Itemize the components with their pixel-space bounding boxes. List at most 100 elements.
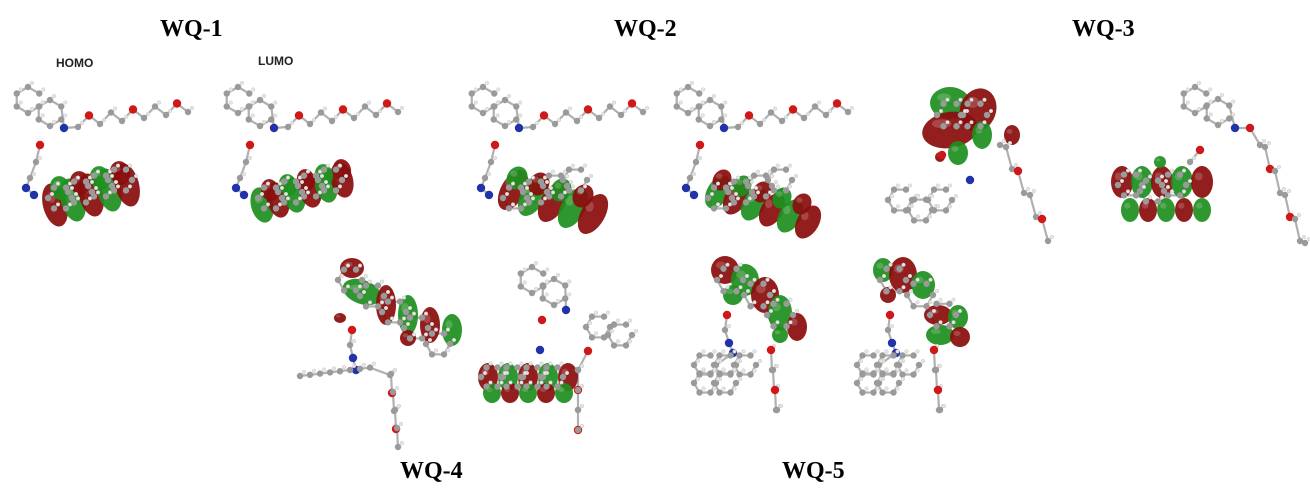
wq3-lumo-structure-orbital-lobe: [1154, 156, 1166, 168]
wq4-lumo-structure-atom: [562, 295, 569, 302]
wq4-homo-structure-atom: [374, 282, 382, 289]
wq3-homo-structure-hydrogen-atom: [1001, 138, 1007, 144]
wq5-homo-structure-hydrogen-atom: [741, 349, 746, 354]
wq3-homo-structure-atom: [910, 196, 918, 203]
wq4-homo-svg: [296, 258, 462, 451]
wq3-lumo-structure-atom: [1114, 181, 1122, 189]
wq4-lumo-structure-hydrogen-atom: [567, 292, 572, 297]
wq3-homo-structure: [870, 85, 1080, 245]
wq1-lumo-structure-hydrogen-atom: [250, 100, 255, 105]
wq2-lumo-structure-atom: [782, 187, 790, 194]
wq2-lumo-structure-atom: [724, 188, 732, 196]
wq1-homo-structure-hydrogen-atom: [95, 169, 101, 174]
wq4-lumo-structure-atom: [574, 366, 582, 374]
wq3-lumo-structure-atom: [1176, 171, 1184, 178]
wq1-lumo-structure-atom: [268, 116, 275, 123]
wq5-lumo-structure-hydrogen-atom: [951, 297, 956, 302]
wq2-lumo-structure-atom: [706, 96, 714, 104]
wq1-lumo-structure-hydrogen-atom: [228, 100, 233, 105]
wq3-lumo-structure-hydrogen-atom: [1147, 174, 1153, 179]
wq5-homo-structure-atom: [707, 370, 714, 377]
wq2-homo-structure-atom: [513, 116, 520, 123]
wq2-lumo-structure-hydrogen-atom: [772, 106, 778, 111]
wq5-homo-structure-atom: [696, 352, 703, 359]
wq2-lumo-structure-atom: [706, 122, 714, 130]
wq3-lumo-structure-hydrogen-atom: [1119, 178, 1125, 184]
wq1-lumo-structure-atom: [292, 199, 300, 206]
wq5-lumo-structure-atom: [910, 352, 917, 359]
wq4-homo-structure-hydrogen-atom: [394, 385, 400, 391]
wq1-lumo-structure-hydrogen-atom: [250, 113, 255, 118]
wq3-homo-structure-hydrogen-atom: [982, 97, 987, 102]
wq5-lumo-structure-atom: [884, 326, 892, 334]
wq3-homo-structure-hydrogen-atom: [915, 214, 921, 219]
wq5-lumo-structure-hydrogen-atom: [888, 262, 893, 267]
wq5-lumo-structure-orbital-lobe: [889, 257, 917, 293]
wq3-homo-structure-orbital-lobe: [972, 121, 992, 149]
wq2-lumo-structure-atom: [800, 114, 808, 122]
wq3-homo-structure-atom: [884, 196, 892, 204]
wq1-homo-structure-atom: [84, 182, 92, 190]
wq5-lumo-structure-hydrogen-atom: [864, 367, 869, 372]
wq1-homo-structure-atom: [35, 103, 42, 110]
wq5-homo-structure-hydrogen-atom: [732, 386, 737, 391]
wq3-lumo-structure-hydrogen-atom: [1296, 212, 1302, 218]
wq4-lumo-structure-hydrogen-atom: [555, 272, 561, 278]
wq1-lumo-structure-hydrogen-atom: [261, 119, 267, 125]
wq4-homo-structure-hydrogen-atom: [357, 263, 363, 268]
wq5-homo-structure-atom: [710, 361, 718, 369]
wq5-homo-structure-hydrogen-atom: [712, 367, 717, 372]
wq3-lumo-structure-lobe-highlight: [1194, 172, 1203, 181]
wq1-homo-structure-hydrogen-atom: [167, 108, 173, 114]
wq1-homo-structure-hydrogen-atom: [69, 185, 75, 191]
wq5-lumo-structure-hydrogen-atom: [900, 376, 906, 382]
wq2-lumo-structure-hydrogen-atom: [735, 175, 741, 180]
wq5-lumo-structure-atom: [910, 303, 917, 310]
wq3-homo-structure-atom: [890, 186, 898, 193]
wq3-lumo-structure-atom: [1191, 109, 1199, 117]
wq3-homo-structure-atom: [937, 150, 947, 160]
wq5-lumo-structure-hydrogen-atom: [889, 323, 895, 329]
wq4-homo-structure-hydrogen-atom: [423, 311, 429, 316]
wq3-homo-structure-hydrogen-atom: [935, 204, 941, 209]
wq2-lumo-structure-atom: [686, 174, 694, 182]
wq3-lumo-structure-atom: [1203, 90, 1210, 97]
wq5-homo-structure-hydrogen-atom: [712, 386, 717, 391]
wq3-lumo-structure-lobe-highlight: [1114, 172, 1123, 181]
wq1-lumo-svg: [223, 80, 405, 223]
wq5-lumo-structure-atom: [933, 323, 940, 330]
wq4-homo-structure-atom: [362, 282, 370, 289]
wq3-homo-structure-hydrogen-atom: [907, 183, 913, 188]
wq1-lumo-structure-hydrogen-atom: [303, 185, 309, 191]
wq4-lumo-structure-atom: [477, 373, 485, 381]
wq5-homo-structure-atom: [760, 303, 767, 310]
wq5-homo-structure-atom: [769, 366, 777, 374]
wq1-lumo-structure-atom: [294, 111, 304, 120]
wq5-lumo-structure-atom: [929, 291, 937, 299]
wq2-lumo-structure-hydrogen-atom: [805, 111, 811, 117]
wq4-homo-structure-atom: [352, 266, 360, 273]
wq3-lumo-structure-atom: [1291, 215, 1299, 223]
wq5-homo-structure-hydrogen-atom: [725, 262, 730, 267]
wq4-lumo-structure-atom: [534, 383, 541, 390]
wq4-homo-structure-atom: [440, 330, 448, 337]
wq4-homo-structure-hydrogen-atom: [401, 295, 407, 300]
wq2-homo-structure-atom: [573, 117, 581, 125]
wq3-homo-structure-hydrogen-atom: [982, 120, 987, 125]
wq4-lumo-structure-hydrogen-atom: [502, 370, 508, 376]
wq4-lumo-structure-atom: [543, 364, 550, 371]
wq5-homo-structure-atom: [716, 389, 723, 396]
wq3-homo-structure-hydrogen-atom: [935, 183, 941, 188]
wq5-lumo-structure-hydrogen-atom: [915, 349, 920, 354]
wq2-lumo-structure-hydrogen-atom: [775, 184, 781, 189]
wq2-lumo-structure-hydrogen-atom: [733, 191, 739, 197]
wq5-lumo-structure-atom: [883, 288, 890, 295]
wq5-homo-structure-hydrogen-atom: [732, 367, 737, 372]
wq4-lumo-structure-hydrogen-atom: [499, 361, 504, 366]
wq2-lumo-structure-hydrogen-atom: [755, 190, 761, 195]
wq4-homo-structure-atom: [418, 335, 426, 342]
wq3-homo-structure-hydrogen-atom: [958, 120, 963, 125]
wq5-lumo-structure-atom: [895, 379, 903, 387]
wq5-homo-structure-atom: [710, 379, 718, 387]
wq4-lumo-structure-hydrogen-atom: [508, 361, 513, 366]
